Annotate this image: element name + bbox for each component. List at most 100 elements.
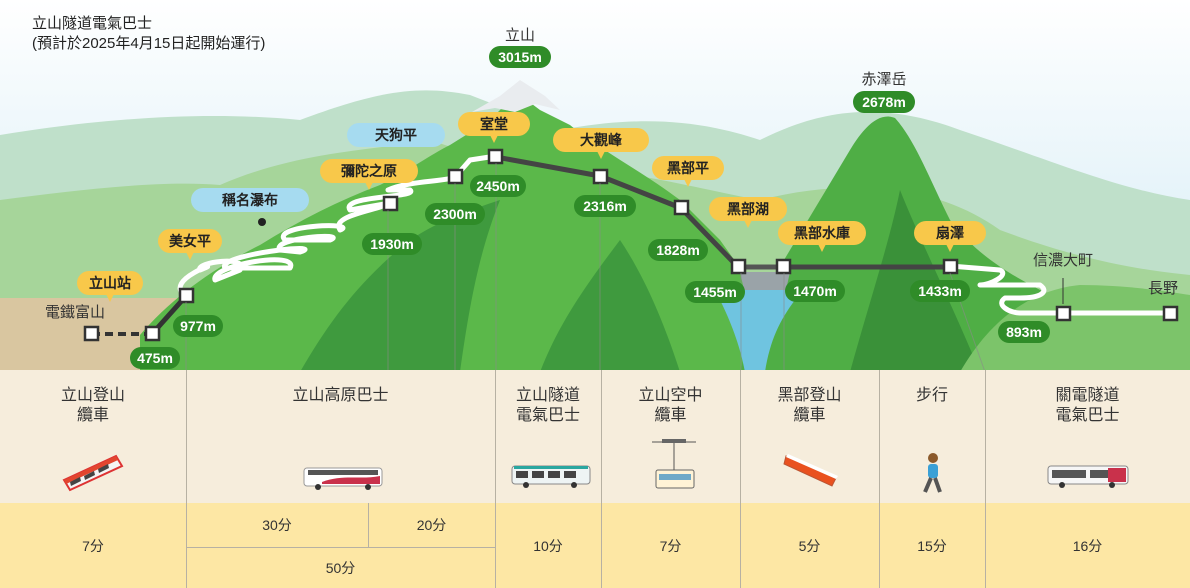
cable-car-icon <box>783 454 838 487</box>
station-marker-kurobe-dam[interactable] <box>775 258 792 275</box>
svg-text:黑部水庫: 黑部水庫 <box>794 225 850 241</box>
mountain-shadow <box>300 200 500 372</box>
station-marker-daikanbo[interactable] <box>592 168 609 185</box>
svg-text:彌陀之原: 彌陀之原 <box>341 163 397 179</box>
svg-text:大觀峰: 大觀峰 <box>580 132 623 148</box>
tunnel-line <box>495 154 601 179</box>
station-marker-murodo[interactable] <box>487 148 504 165</box>
svg-text:立山站: 立山站 <box>89 275 131 291</box>
divider <box>186 370 187 588</box>
akazawa-shadow <box>850 190 980 372</box>
station-markers <box>83 148 1179 342</box>
station-marker-nagano[interactable] <box>1162 305 1179 322</box>
peak-elevation-tateyama: 3015m <box>489 46 551 68</box>
svg-text:天狗平: 天狗平 <box>375 127 417 143</box>
segment-name: 立山空中 纜車 <box>638 387 703 424</box>
station-label-4: 彌陀之原 <box>320 159 418 190</box>
right-hills <box>960 285 1190 372</box>
title-block: 立山隧道電氣巴士 (預計於2025年4月15日起開始運行) <box>32 14 265 54</box>
station-marker-tengudaira[interactable] <box>447 168 464 185</box>
cable-line-2 <box>679 206 740 269</box>
kanden-bus-icon <box>1047 465 1129 488</box>
elevation-label-8: 1828m <box>648 239 708 261</box>
kanden-road <box>947 263 1173 316</box>
station-label-11: 扇澤 <box>914 221 986 252</box>
divider <box>186 547 495 548</box>
segment-name: 立山登山 纜車 <box>60 387 125 424</box>
station-marker-dentetsu-toyama[interactable] <box>83 325 100 342</box>
station-label-10: 黑部水庫 <box>778 221 866 252</box>
elevation-label-2: 977m <box>173 315 223 337</box>
page-subtitle: (預計於2025年4月15日起開始運行) <box>32 35 266 52</box>
svg-text:1930m: 1930m <box>370 236 414 252</box>
elevation-label-11: 1433m <box>910 280 970 302</box>
duration-highland-bus-a: 30分 <box>186 503 368 547</box>
divider <box>985 370 986 588</box>
segment-name: 立山隧道 電氣巴士 <box>515 387 580 424</box>
segment-cable-car-2[interactable]: 黑部登山 纜車 <box>740 370 879 503</box>
station-label-13: 長野 <box>1148 280 1178 297</box>
station-label-3: 稱名瀑布 <box>191 188 309 212</box>
svg-text:美女平: 美女平 <box>169 233 211 249</box>
kurobe-dam <box>740 272 790 290</box>
svg-text:黑部平: 黑部平 <box>667 160 709 176</box>
station-label-8: 黑部平 <box>652 156 724 187</box>
duration-highland-bus-b: 20分 <box>368 503 495 547</box>
station-label-1: 立山站 <box>77 271 143 302</box>
divider <box>495 370 496 588</box>
svg-text:1470m: 1470m <box>793 283 837 299</box>
duration-cable-car-2: 5分 <box>740 503 879 588</box>
peak-elevation-akazawa: 2678m <box>853 91 915 113</box>
duration-kanden-bus: 16分 <box>985 503 1190 588</box>
segment-table: 立山登山 纜車 立山高原巴士 立山隧道 電氣巴士 立山空中 纜車 黑部登山 纜車… <box>0 370 1190 588</box>
duration-highland-bus-total: 50分 <box>186 548 495 588</box>
segment-name: 黑部登山 纜車 <box>777 387 842 424</box>
elevation-label-9: 1455m <box>685 281 745 303</box>
station-label-5: 天狗平 <box>347 123 445 147</box>
svg-text:475m: 475m <box>137 350 173 366</box>
shomyo-falls-dot <box>258 218 266 226</box>
elevation-label-10: 1470m <box>785 280 845 302</box>
duration-walk: 15分 <box>879 503 985 588</box>
cable-car-icon <box>62 454 124 492</box>
station-marker-shinano-omachi[interactable] <box>1055 305 1072 322</box>
elevation-label-4: 1930m <box>362 233 422 255</box>
snow-cap <box>472 80 560 112</box>
peak-name-akazawa: 赤澤岳 <box>861 71 906 88</box>
station-marker-kurobedaira[interactable] <box>673 199 690 216</box>
segment-name: 步行 <box>915 387 948 404</box>
station-marker-bijodaira[interactable] <box>178 287 195 304</box>
elevation-label-1: 475m <box>130 347 180 369</box>
station-label-0: 電鐵富山 <box>45 303 105 321</box>
svg-text:黑部湖: 黑部湖 <box>727 201 769 217</box>
station-label-2: 美女平 <box>158 229 222 260</box>
peak-name-tateyama: 立山 <box>505 27 535 44</box>
elevation-label-7: 2316m <box>574 195 636 217</box>
elevation-label-12: 893m <box>998 321 1050 343</box>
ropeway-icon <box>652 439 696 489</box>
svg-text:3015m: 3015m <box>498 49 542 65</box>
station-marker-midagahara[interactable] <box>382 195 399 212</box>
ropeway-line <box>599 173 682 211</box>
divider <box>740 370 741 588</box>
svg-text:2316m: 2316m <box>583 198 627 214</box>
electric-bus-icon <box>511 465 591 488</box>
bus-road <box>177 153 499 299</box>
svg-text:977m: 977m <box>180 318 216 334</box>
elevation-label-5: 2300m <box>425 203 485 225</box>
divider <box>601 370 602 588</box>
station-marker-kurobeko[interactable] <box>730 258 747 275</box>
svg-text:1433m: 1433m <box>918 283 962 299</box>
segment-cable-car-1[interactable]: 立山登山 纜車 <box>0 370 186 503</box>
kurobe-lake <box>720 283 795 372</box>
svg-text:2678m: 2678m <box>862 94 906 110</box>
svg-text:1455m: 1455m <box>693 284 737 300</box>
svg-text:1828m: 1828m <box>656 242 700 258</box>
segment-walk[interactable]: 步行 <box>879 370 985 503</box>
svg-text:室堂: 室堂 <box>480 116 508 132</box>
station-marker-ogizawa[interactable] <box>942 258 959 275</box>
duration-tunnel-bus: 10分 <box>495 503 601 588</box>
station-marker-tateyama[interactable] <box>144 325 161 342</box>
station-label-9: 黑部湖 <box>709 197 787 228</box>
divider <box>879 370 880 588</box>
